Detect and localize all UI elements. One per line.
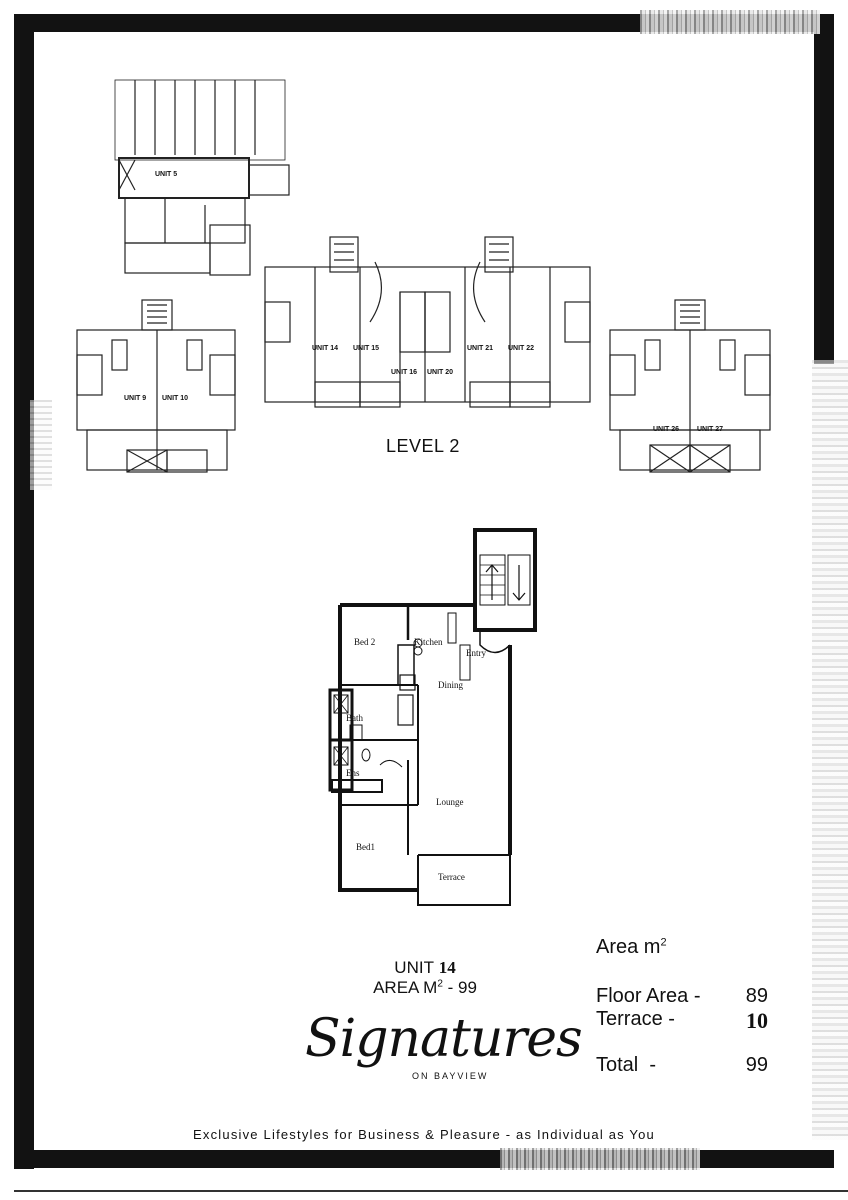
scan-noise-bottom xyxy=(500,1148,700,1170)
room-label: Kitchen xyxy=(414,637,443,647)
page-border-bottom xyxy=(14,1150,834,1168)
brand-subtitle: ON BAYVIEW xyxy=(412,1071,489,1081)
area-row-label: Total - xyxy=(596,1054,657,1076)
unit-label: UNIT 26 xyxy=(653,426,679,433)
area-value: - 99 xyxy=(447,978,477,997)
unit-14-floor-plan: Bed 2 Kitchen Entry Dining Bath Ens Loun… xyxy=(328,528,537,906)
unit-title-number: 14 xyxy=(438,958,456,977)
area-row-total: Total - 99 xyxy=(596,1054,768,1078)
unit-label: UNIT 9 xyxy=(124,395,146,402)
area-row-label: Terrace - xyxy=(596,1008,675,1030)
page-border-top xyxy=(14,14,820,32)
unit-area-line: AREA M2 - 99 xyxy=(340,978,510,998)
area-heading-text: Area m xyxy=(596,936,661,958)
site-plan-central-block: UNIT 14 UNIT 15 UNIT 16 UNIT 20 UNIT 21 … xyxy=(264,236,591,408)
unit-title-prefix: UNIT xyxy=(394,958,434,977)
unit-label: UNIT 14 xyxy=(312,345,338,352)
unit-label: UNIT 20 xyxy=(427,369,453,376)
room-label: Terrace xyxy=(438,872,465,882)
area-row-terrace: Terrace - 10 xyxy=(596,1008,768,1033)
area-row-value: 10 xyxy=(746,1008,768,1033)
unit-label: UNIT 16 xyxy=(391,369,417,376)
area-row-floor: Floor Area - 89 xyxy=(596,985,768,1009)
unit-title: UNIT 14 xyxy=(340,958,510,977)
area-row-label: Floor Area - xyxy=(596,985,701,1007)
room-label: Bed1 xyxy=(356,842,375,852)
area-heading-sup: 2 xyxy=(660,936,667,949)
area-prefix: AREA M xyxy=(373,978,438,997)
unit-label: UNIT 22 xyxy=(508,345,534,352)
scan-noise-top xyxy=(640,10,820,34)
unit-label: UNIT 5 xyxy=(155,171,177,178)
scan-noise-left xyxy=(30,400,52,490)
site-plan-unit5-block: UNIT 5 xyxy=(114,79,290,276)
room-label: Lounge xyxy=(436,797,464,807)
page-border-right xyxy=(814,14,834,364)
room-label: Bath xyxy=(346,713,363,723)
tagline: Exclusive Lifestyles for Business & Plea… xyxy=(193,1127,655,1142)
unit-label: UNIT 15 xyxy=(353,345,379,352)
area-superscript: 2 xyxy=(437,978,443,990)
area-table-heading: Area m2 xyxy=(596,936,667,959)
site-plan-unit9-10-block: UNIT 9 UNIT 10 xyxy=(76,299,236,473)
bottom-rule xyxy=(14,1190,848,1192)
scan-noise-right xyxy=(812,360,848,1140)
room-label: Bed 2 xyxy=(354,637,375,647)
level-title: LEVEL 2 xyxy=(386,436,460,456)
area-row-value: 99 xyxy=(745,1054,768,1076)
unit-label: UNIT 21 xyxy=(467,345,493,352)
room-label: Dining xyxy=(438,680,464,690)
room-label: Entry xyxy=(466,648,486,658)
brand-logo-text: Signatures xyxy=(305,1009,583,1069)
room-label: Ens xyxy=(346,768,360,778)
unit-label: UNIT 27 xyxy=(697,426,723,433)
unit-label: UNIT 10 xyxy=(162,395,188,402)
area-row-value: 89 xyxy=(745,985,768,1007)
page-border-left xyxy=(14,14,34,1169)
site-plan-unit26-27-block: UNIT 26 UNIT 27 xyxy=(609,299,771,473)
